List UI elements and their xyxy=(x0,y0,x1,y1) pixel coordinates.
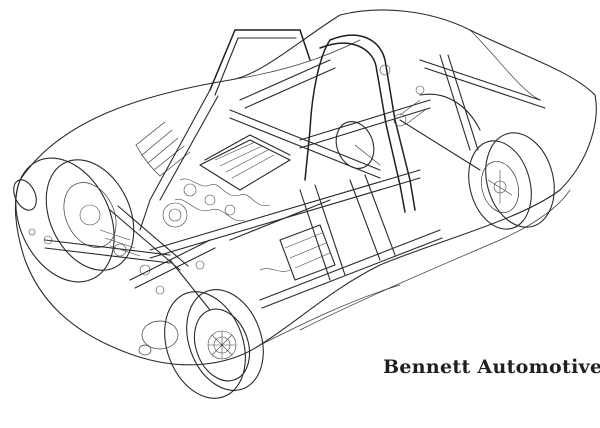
hood-louvres xyxy=(135,121,191,177)
floor-box xyxy=(259,224,336,281)
cockpit xyxy=(335,64,426,169)
engine xyxy=(162,134,291,228)
brand-caption: Bennett Automotive xyxy=(383,356,600,378)
front-wheel-right xyxy=(138,289,264,399)
rear-wheel xyxy=(419,93,555,230)
front-suspension xyxy=(28,228,205,295)
front-wheel-left xyxy=(13,157,135,283)
body-outline xyxy=(14,9,597,366)
spaceframe xyxy=(44,29,546,311)
